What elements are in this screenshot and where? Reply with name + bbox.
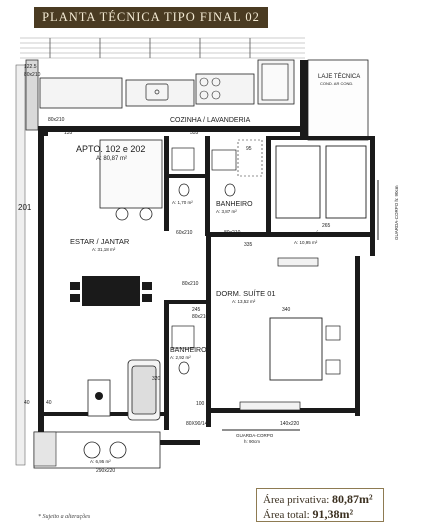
laje-tecnica-area xyxy=(307,59,369,141)
roof-ticks xyxy=(49,38,251,58)
dim-40-a: 40 xyxy=(24,400,30,406)
suite02-label: DORM. SUÍTE 02 xyxy=(281,230,337,239)
area-total-value: 91,38m² xyxy=(312,507,354,521)
banheiro-top-area: A: 3,87 m² xyxy=(216,209,237,214)
lavabo-area: A: 1,70 m² xyxy=(172,200,193,205)
dim-320: 320 xyxy=(152,376,161,382)
apto-title: APTO. 102 e 202 xyxy=(76,144,145,154)
neighbour-wall xyxy=(25,59,39,131)
bar-stool-icons xyxy=(115,207,153,221)
dim-95: 95 xyxy=(246,146,252,152)
kitchen-partitions xyxy=(44,128,48,136)
banheiro-bottom-label: BANHEIRO xyxy=(170,347,207,354)
estar-area: A: 31,18 m² xyxy=(92,247,116,252)
footnote: * Sujeito a alterações xyxy=(38,514,91,520)
area-privativa-value: 80,87m² xyxy=(332,492,373,506)
sacada-area: A: 6,95 m² xyxy=(90,459,111,464)
dim-140x220: 140x220 xyxy=(280,421,299,427)
banheiro-bottom-area: A: 2,92 m² xyxy=(170,355,191,360)
breakfast-counter xyxy=(99,139,163,209)
guard-rails xyxy=(222,180,379,431)
area-total-label: Área total: xyxy=(263,509,310,521)
bed-suite-02 xyxy=(275,145,367,219)
dim-80x210-e: 80x210 xyxy=(192,314,209,320)
room-labels: APTO. 102 e 202 A: 80,87 m² COZINHA / LA… xyxy=(18,73,399,464)
bed-suite-01 xyxy=(269,317,323,381)
floor-plan: APTO. 102 e 202 A: 80,87 m² COZINHA / LA… xyxy=(15,37,399,474)
dim-135: 135 xyxy=(64,130,73,136)
nightstands xyxy=(325,325,341,375)
laje-sub: COND. AR COND. xyxy=(320,81,353,86)
suite01-label: DORM. SUÍTE 01 xyxy=(216,289,276,298)
toilet-icons xyxy=(178,183,236,375)
roof-lines xyxy=(20,37,305,59)
balcony-chairs xyxy=(83,441,127,459)
dim-122: 122.5 xyxy=(24,64,37,70)
suite02-area: A: 10,95 m² xyxy=(294,240,318,245)
dim-100: 100 xyxy=(196,401,205,407)
estar-label: ESTAR / JANTAR xyxy=(70,237,130,246)
side-label: 201 xyxy=(18,203,32,212)
dim-80x210-b: 80x210 xyxy=(48,117,65,123)
dim-245: 245 xyxy=(192,307,201,313)
area-privativa-label: Área privativa: xyxy=(263,494,330,506)
dim-80x210-a: 80x210 xyxy=(24,72,41,78)
guarda-corpo-right: GUARDA-CORPO h: 90cm xyxy=(394,185,399,240)
area-summary-box: Área privativa: 80,87m² Área total: 91,3… xyxy=(256,488,384,522)
banheiro-top-label: BANHEIRO xyxy=(216,201,253,208)
washbasin-icons xyxy=(171,147,237,349)
shower-top xyxy=(237,139,263,177)
tv-icon xyxy=(95,392,103,400)
wardrobe xyxy=(239,257,319,411)
guarda-corpo-bottom: GUARDA-CORPO xyxy=(236,433,274,438)
suite01-area: A: 13,52 m² xyxy=(232,299,256,304)
fridge-icon xyxy=(261,63,289,101)
sink-icon xyxy=(145,83,169,101)
dim-340: 340 xyxy=(282,307,291,313)
dim-80x210-d: 80x210 xyxy=(182,281,199,287)
stove-icon xyxy=(199,77,221,100)
dim-555: 555 xyxy=(190,130,199,136)
apto-area: A: 80,87 m² xyxy=(96,156,127,162)
dim-290x220: 290x220 xyxy=(96,468,115,474)
cozinha-label: COZINHA / LAVANDERIA xyxy=(170,117,251,124)
dim-80x90: 80X90/140 xyxy=(186,421,210,427)
guarda-corpo-bottom-h: h: 90cm xyxy=(244,439,260,444)
laje-label: LAJE TÉCNICA xyxy=(318,73,360,80)
left-column xyxy=(15,64,26,466)
dim-335: 335 xyxy=(244,242,253,248)
dining-table xyxy=(82,276,140,306)
sofa xyxy=(127,359,161,421)
dim-40-b: 40 xyxy=(46,400,52,406)
plan-title: PLANTA TÉCNICA TIPO FINAL 02 xyxy=(42,10,260,24)
cozinha-area: A: 8,88 m² xyxy=(214,126,235,131)
balcony-bbq xyxy=(33,431,57,467)
walls xyxy=(38,60,375,456)
plan-title-banner: PLANTA TÉCNICA TIPO FINAL 02 xyxy=(34,7,268,28)
dimension-labels: 122.5 80x210 80x210 135 555 95 265 335 3… xyxy=(24,64,331,474)
dim-80x210-c: 80x210 xyxy=(224,230,241,236)
dim-60x210: 60x210 xyxy=(176,230,193,236)
dining-chairs xyxy=(70,282,152,302)
dim-265: 265 xyxy=(322,223,331,229)
